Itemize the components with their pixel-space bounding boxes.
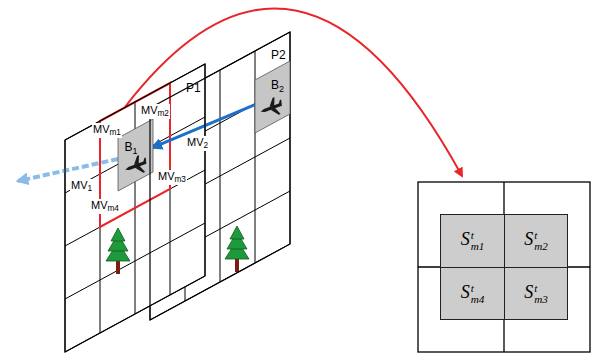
text-base: B [271,78,279,92]
text-base: B [125,140,133,154]
block-grid-outline [418,182,590,352]
sub-block-cell: Stm3 [504,267,568,320]
block-label: B1 [125,141,138,156]
subscript: m3 [534,294,548,305]
motion-vector-label: MVm2 [140,104,170,119]
block-outline [255,61,290,133]
text-base: S [461,229,470,249]
subscript: m2 [534,241,548,252]
subscript: 2 [204,141,209,150]
text-base: MV [187,136,204,148]
motion-vector-label: MVm3 [157,170,187,185]
sub-block-cell: Stm2 [504,214,568,268]
index-stack: tm3 [534,283,548,305]
text-base: MV [91,199,108,211]
text-base: S [524,229,533,249]
label-holder: MV2 [186,132,209,151]
label-holder: MVm2 [140,100,170,119]
label-holder: MV1 [70,175,93,194]
index-stack: tm2 [534,230,548,252]
sub-block-cell: Stm1 [440,214,505,268]
superscript: t [471,283,485,294]
block-label: Stm4 [461,282,485,305]
text-base: MV [158,170,175,182]
text-base: S [461,282,470,302]
block-label: Stm2 [524,229,548,252]
subscript: m3 [175,175,186,184]
block-label: Stm1 [461,229,485,252]
superscript: t [534,283,548,294]
subscript: m4 [471,294,485,305]
subscript: 2 [279,84,284,94]
sub-block-cell: Stm4 [440,267,505,320]
index-stack: tm1 [471,230,485,252]
superscript: t [471,230,485,241]
frame: P1B1 [65,64,205,352]
image-block: B2 [255,61,290,133]
subscript: m4 [108,204,119,213]
label-holder: MVm1 [92,119,122,138]
text-base: MV [141,104,158,116]
label-holder: MVm3 [157,166,187,185]
motion-vector-arrow [18,159,118,181]
subscript: 1 [133,146,138,156]
text-base: MV [93,123,110,135]
motion-vector-label: MVm1 [92,123,122,138]
block-grid [418,182,590,352]
tree-icon [225,226,249,272]
tree-icon [106,228,130,274]
text-base: MV [71,179,88,191]
motion-vector-label: MV1 [70,179,93,194]
block-shape [118,119,153,191]
frame-grid [65,64,205,352]
text-base: S [524,282,533,302]
index-stack: tm4 [471,283,485,305]
airplane-icon [258,95,286,120]
subscript: m1 [110,128,121,137]
block-label: B2 [271,79,284,94]
block-label: Stm3 [524,282,548,305]
subscript: 1 [88,184,93,193]
search-window [100,83,170,227]
mapping-arrow [125,8,462,176]
label-holder: MVm4 [90,195,120,214]
motion-vector-label: MV2 [186,136,209,151]
frame-shape [150,32,290,320]
frame-outline [65,64,205,352]
frame-outline [65,64,205,352]
frame-label: P2 [271,49,286,63]
image-block: B1 [118,119,153,191]
frame-shape [65,64,205,352]
airplane-icon [122,153,150,178]
block-shape [255,61,290,133]
superscript: t [534,230,548,241]
subscript: m1 [471,241,485,252]
motion-vector-label: MVm4 [90,199,120,214]
subscript: m2 [158,109,169,118]
